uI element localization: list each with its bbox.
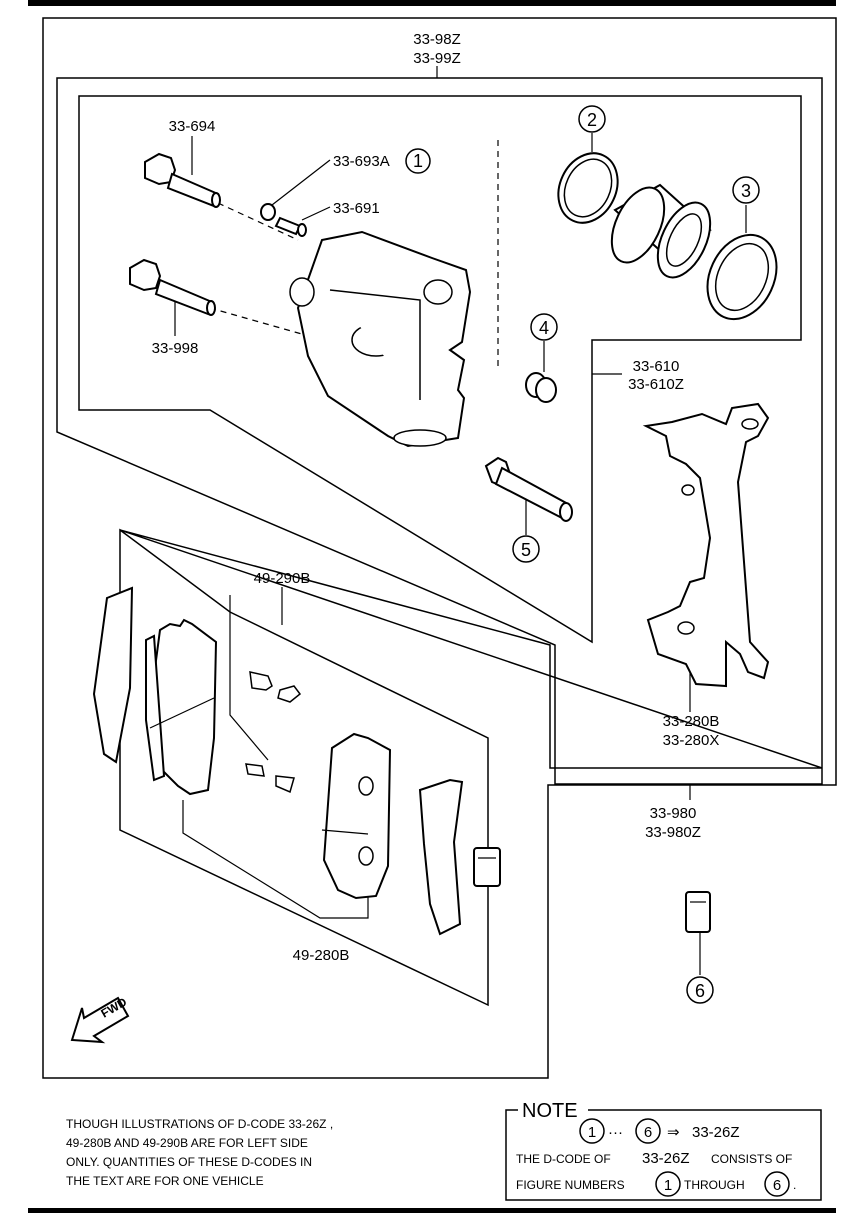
label-guide-bolt-upper: 33-694 xyxy=(169,118,216,135)
wear-indicator xyxy=(685,891,711,933)
label-pad-assy-1: 33-980 xyxy=(650,805,697,822)
svg-text:6: 6 xyxy=(695,981,705,1001)
callout-3: 3 xyxy=(732,176,760,204)
dust-seal xyxy=(557,152,619,224)
note-line3-to: 6 xyxy=(773,1177,781,1194)
note-line-1: THOUGH ILLUSTRATIONS OF D-CODE 33-26Z , xyxy=(66,1117,333,1131)
note-line3-prefix: FIGURE NUMBERS xyxy=(516,1178,625,1192)
svg-text:3: 3 xyxy=(741,181,751,201)
guide-bolt-upper xyxy=(144,152,221,208)
note-line3-end: . xyxy=(793,1178,796,1192)
svg-text:2: 2 xyxy=(587,110,597,130)
label-pad-assy-2: 33-980Z xyxy=(645,824,701,841)
bottom-rule xyxy=(28,1208,836,1213)
pad-kit-frame xyxy=(119,529,823,769)
leader-33-691 xyxy=(301,206,331,221)
note-code: 33-26Z xyxy=(692,1124,740,1141)
note-line2-suffix: CONSISTS OF xyxy=(711,1152,792,1166)
leader-33-693A xyxy=(271,159,331,206)
note-range-from: 1 xyxy=(588,1124,596,1141)
leader-49-280B xyxy=(182,800,369,919)
callout-5: 5 xyxy=(512,535,540,563)
leader-49-290B-branches xyxy=(229,595,269,761)
note-line3-from: 1 xyxy=(664,1177,672,1194)
bleeder-cap xyxy=(260,203,276,221)
caliper-assembly-frame xyxy=(56,77,823,785)
svg-text:5: 5 xyxy=(521,540,531,560)
pad-clips xyxy=(245,671,302,794)
callout-2: 2 xyxy=(578,105,606,133)
note-line2-prefix: THE D-CODE OF xyxy=(516,1152,611,1166)
note-line-2: 49-280B AND 49-290B ARE FOR LEFT SIDE xyxy=(66,1136,308,1150)
note-line-3: ONLY. QUANTITIES OF THESE D-CODES IN xyxy=(66,1155,312,1169)
note-box: NOTE 1 ··· 6 ⇒ 33-26Z THE D-CODE OF 33-2… xyxy=(505,1100,822,1201)
callout-4: 4 xyxy=(530,313,558,341)
label-bleeder-screw: 33-691 xyxy=(333,200,380,217)
wear-indicator-in-kit xyxy=(473,847,501,887)
note-line2-code: 33-26Z xyxy=(642,1150,690,1167)
label-assembly-top-1: 33-98Z xyxy=(413,31,461,48)
callout-1: 1 xyxy=(405,148,431,174)
brake-pad-outer xyxy=(321,732,392,900)
note-line-4: THE TEXT ARE FOR ONE VEHICLE xyxy=(66,1174,264,1188)
caliper-body xyxy=(289,230,472,448)
label-bleeder-cap: 33-693A xyxy=(333,153,390,170)
svg-text:1: 1 xyxy=(413,151,423,171)
pad-shim-inner xyxy=(92,586,134,764)
forward-direction-arrow: FWD xyxy=(70,995,129,1044)
label-guide-bolt-lower: 33-998 xyxy=(152,340,199,357)
note-range-to: 6 xyxy=(644,1124,652,1141)
label-bracket-kit-1: 33-610 xyxy=(633,358,680,375)
note-ellipsis: ··· xyxy=(608,1124,623,1141)
piston-seal xyxy=(706,233,778,321)
label-bracket-1: 33-280B xyxy=(663,713,720,730)
note-line3-mid: THROUGH xyxy=(684,1178,745,1192)
piston xyxy=(610,183,712,279)
svg-text:4: 4 xyxy=(539,318,549,338)
pad-shim-outer xyxy=(418,778,464,936)
caliper-mounting-bracket xyxy=(642,402,770,688)
label-clip-kit: 49-290B xyxy=(254,570,311,587)
guide-bolt-lower xyxy=(129,258,216,316)
bleeder-screw xyxy=(274,216,307,237)
callout-6: 6 xyxy=(686,976,714,1004)
brake-pad-inner xyxy=(145,618,218,796)
left-side-note: THOUGH ILLUSTRATIONS OF D-CODE 33-26Z , … xyxy=(66,1117,333,1188)
note-title: NOTE xyxy=(522,1100,578,1122)
caliper-body-frame xyxy=(78,95,802,644)
top-rule xyxy=(28,0,836,6)
label-bracket-2: 33-280X xyxy=(663,732,720,749)
outer-frame xyxy=(42,17,837,1079)
note-arrow: ⇒ xyxy=(667,1124,680,1141)
label-assembly-top-2: 33-99Z xyxy=(413,50,461,67)
label-pads: 49-280B xyxy=(293,947,350,964)
guide-pin-boot xyxy=(525,372,557,403)
label-bracket-kit-2: 33-610Z xyxy=(628,376,684,393)
guide-pin xyxy=(484,456,573,522)
dash-bolt-upper xyxy=(217,202,299,241)
